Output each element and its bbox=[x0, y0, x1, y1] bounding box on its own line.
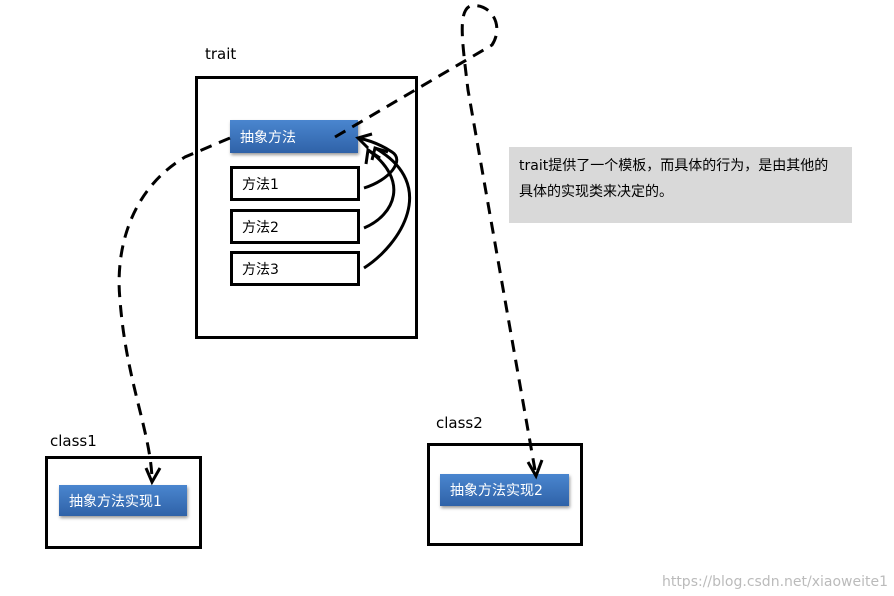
arrow-method3 bbox=[363, 146, 411, 270]
dashed-connector-class1 bbox=[117, 136, 231, 479]
class2-label: class2 bbox=[436, 414, 483, 432]
class1-impl-box: 抽象方法实现1 bbox=[59, 485, 187, 516]
arrow-method1 bbox=[357, 136, 399, 190]
dashed-connector-class2 bbox=[334, 4, 537, 471]
trait-label: trait bbox=[205, 45, 237, 63]
method-1-box: 方法1 bbox=[230, 166, 360, 201]
note-box: trait提供了一个模板，而具体的行为，是由其他的具体的实现类来决定的。 bbox=[509, 147, 852, 223]
arrowhead-class2 bbox=[526, 459, 544, 480]
watermark: https://blog.csdn.net/xiaoweite1 bbox=[661, 574, 888, 590]
arrow-method2 bbox=[363, 148, 396, 230]
class2-impl-box: 抽象方法实现2 bbox=[440, 474, 569, 506]
arrowhead-class1 bbox=[144, 467, 162, 486]
class1-label: class1 bbox=[50, 432, 97, 450]
method-2-box: 方法2 bbox=[230, 209, 360, 244]
trait-box bbox=[195, 76, 418, 339]
method-3-box: 方法3 bbox=[230, 251, 360, 286]
